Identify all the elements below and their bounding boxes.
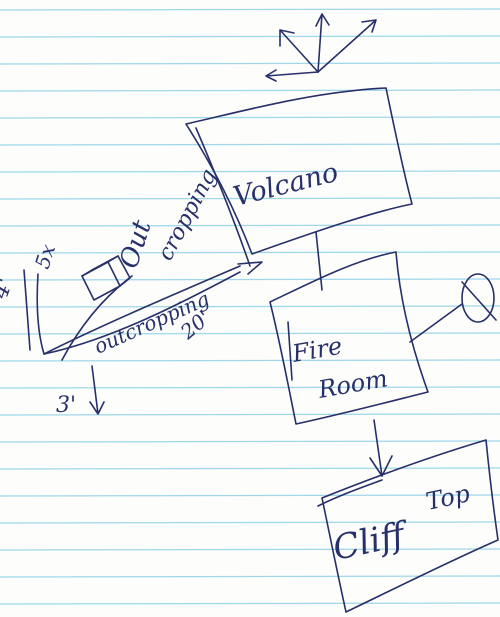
top-label: Top [423,479,472,516]
volcano-fire-connector [315,231,323,291]
volcano-room-outline [185,87,413,255]
height-label: 4' [0,275,18,303]
fire-room-side-connector [409,303,463,343]
compass-arrows-icon [265,13,377,82]
cliff-top-outline [321,439,499,613]
drop-dimension: 3' [56,365,105,418]
fire-room-label-line1: Fire [289,332,344,368]
fire-room-label-line2: Room [315,364,390,404]
ruled-lines [0,8,500,605]
fire-to-cliff-arrow [369,419,393,477]
cliff-top-room: Cliff Top [317,439,499,613]
height-dimension: 4' [0,269,31,351]
size-label: 5x [30,241,60,271]
fire-room: Fire Room [269,251,429,425]
drop-label: 3' [56,393,76,418]
fire-room-outline [269,251,429,425]
outcropping-upper-label-2: cropping [153,165,222,265]
outcropping-box-icon [81,255,131,301]
crossed-circle-icon [461,273,497,323]
volcano-label: Volcano [230,157,341,213]
outcropping-upper-label-1: Out [114,216,158,272]
